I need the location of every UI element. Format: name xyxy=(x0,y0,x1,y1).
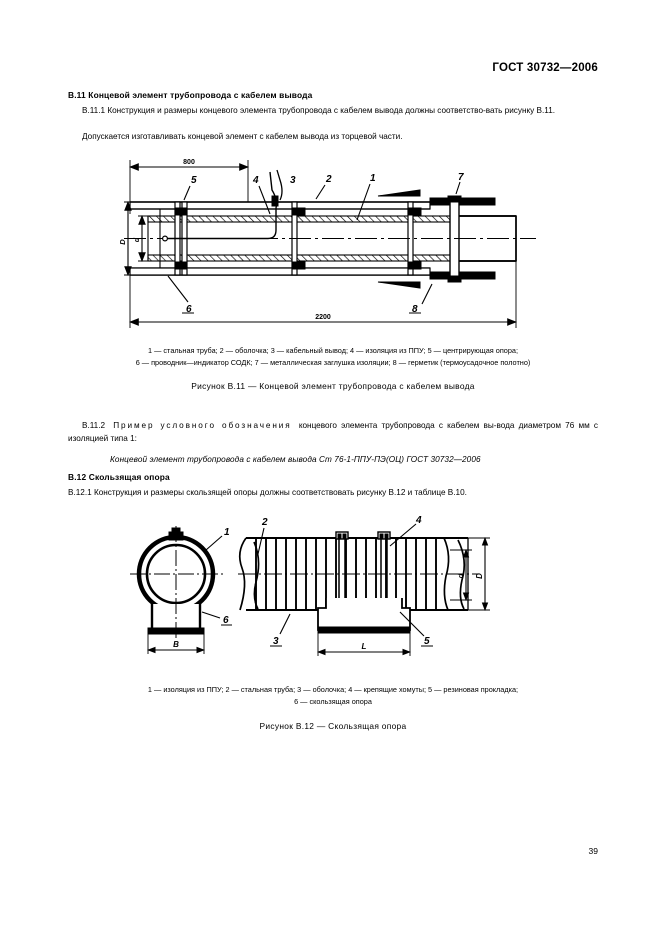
section-heading-b12: В.12 Скользящая опора xyxy=(68,472,170,482)
dimension-D-label-b12: D xyxy=(475,573,484,579)
designation-example-b11: Концевой элемент трубопровода с кабелем … xyxy=(110,455,481,464)
callout-5-b11: 5 xyxy=(191,175,197,186)
paragraph-b11-allowance: Допускается изготавливать концевой элеме… xyxy=(82,132,403,141)
figure-b12-legend: 1 — изоляция из ППУ; 2 — стальная труба;… xyxy=(68,684,598,708)
callout-1-b11: 1 xyxy=(370,173,376,184)
figure-b11-caption: Рисунок В.11 — Концевой элемент трубопро… xyxy=(191,381,475,391)
callout-3-b12: 3 xyxy=(273,636,279,647)
paragraph-b11-2-spaced-text: Пример условного обозначения xyxy=(113,421,292,430)
callout-2-b12: 2 xyxy=(261,517,268,528)
figure-b12-legend-line2: 6 — скользящая опора xyxy=(294,697,372,706)
callout-4-b11: 4 xyxy=(252,175,259,186)
dimension-800-label: 800 xyxy=(183,159,195,166)
callout-6-b12: 6 xyxy=(223,615,229,626)
figure-b12-drawing: B 1 6 xyxy=(128,508,528,676)
figure-b11-drawing: 800 xyxy=(120,152,540,337)
dimension-d-label-b11: d xyxy=(134,237,141,242)
figure-b11-legend: 1 — стальная труба; 2 — оболочка; 3 — ка… xyxy=(68,345,598,369)
callout-1-b12: 1 xyxy=(224,527,230,538)
dimension-B-label: B xyxy=(173,640,179,649)
figure-b12-caption: Рисунок В.12 — Скользящая опора xyxy=(259,721,407,731)
dimension-L-label: L xyxy=(362,642,367,651)
figure-b11-legend-line2: 6 — проводник—индикатор СОДК; 7 — металл… xyxy=(135,358,531,367)
dimension-d-label-b12: d xyxy=(456,573,465,578)
paragraph-b12-1: В.12.1 Конструкция и размеры скользящей … xyxy=(68,488,467,497)
figure-b11-legend-line1: 1 — стальная труба; 2 — оболочка; 3 — ка… xyxy=(148,346,518,355)
figure-b12-svg: B 1 6 xyxy=(130,515,490,656)
document-standard-id: ГОСТ 30732—2006 xyxy=(492,62,598,74)
paragraph-b11-2-rest: концевого элемента трубопровода с кабеле… xyxy=(68,421,598,443)
section-heading-b11: В.11 Концевой элемент трубопровода с каб… xyxy=(68,90,313,100)
paragraph-b11-2-number: В.11.2 xyxy=(82,421,106,430)
dimension-D-label-b11: D xyxy=(120,239,127,245)
figure-b12-legend-line1: 1 — изоляция из ППУ; 2 — стальная труба;… xyxy=(147,685,519,694)
callout-3-b11: 3 xyxy=(290,175,296,186)
figure-b11-svg: 800 xyxy=(120,159,536,328)
callout-7-b11: 7 xyxy=(458,172,464,183)
callout-2-b11: 2 xyxy=(325,174,332,185)
page-number: 39 xyxy=(588,846,598,856)
dimension-2200-label: 2200 xyxy=(315,314,331,321)
callout-6-b11: 6 xyxy=(186,304,192,315)
paragraph-b11-2: В.11.2 Пример условного обозначения конц… xyxy=(68,420,598,445)
paragraph-b11-1: В.11.1 Конструкция и размеры концевого э… xyxy=(82,106,556,115)
callout-5-b12: 5 xyxy=(424,636,430,647)
callout-8-b11: 8 xyxy=(412,304,418,315)
callout-4-b12: 4 xyxy=(415,515,422,526)
